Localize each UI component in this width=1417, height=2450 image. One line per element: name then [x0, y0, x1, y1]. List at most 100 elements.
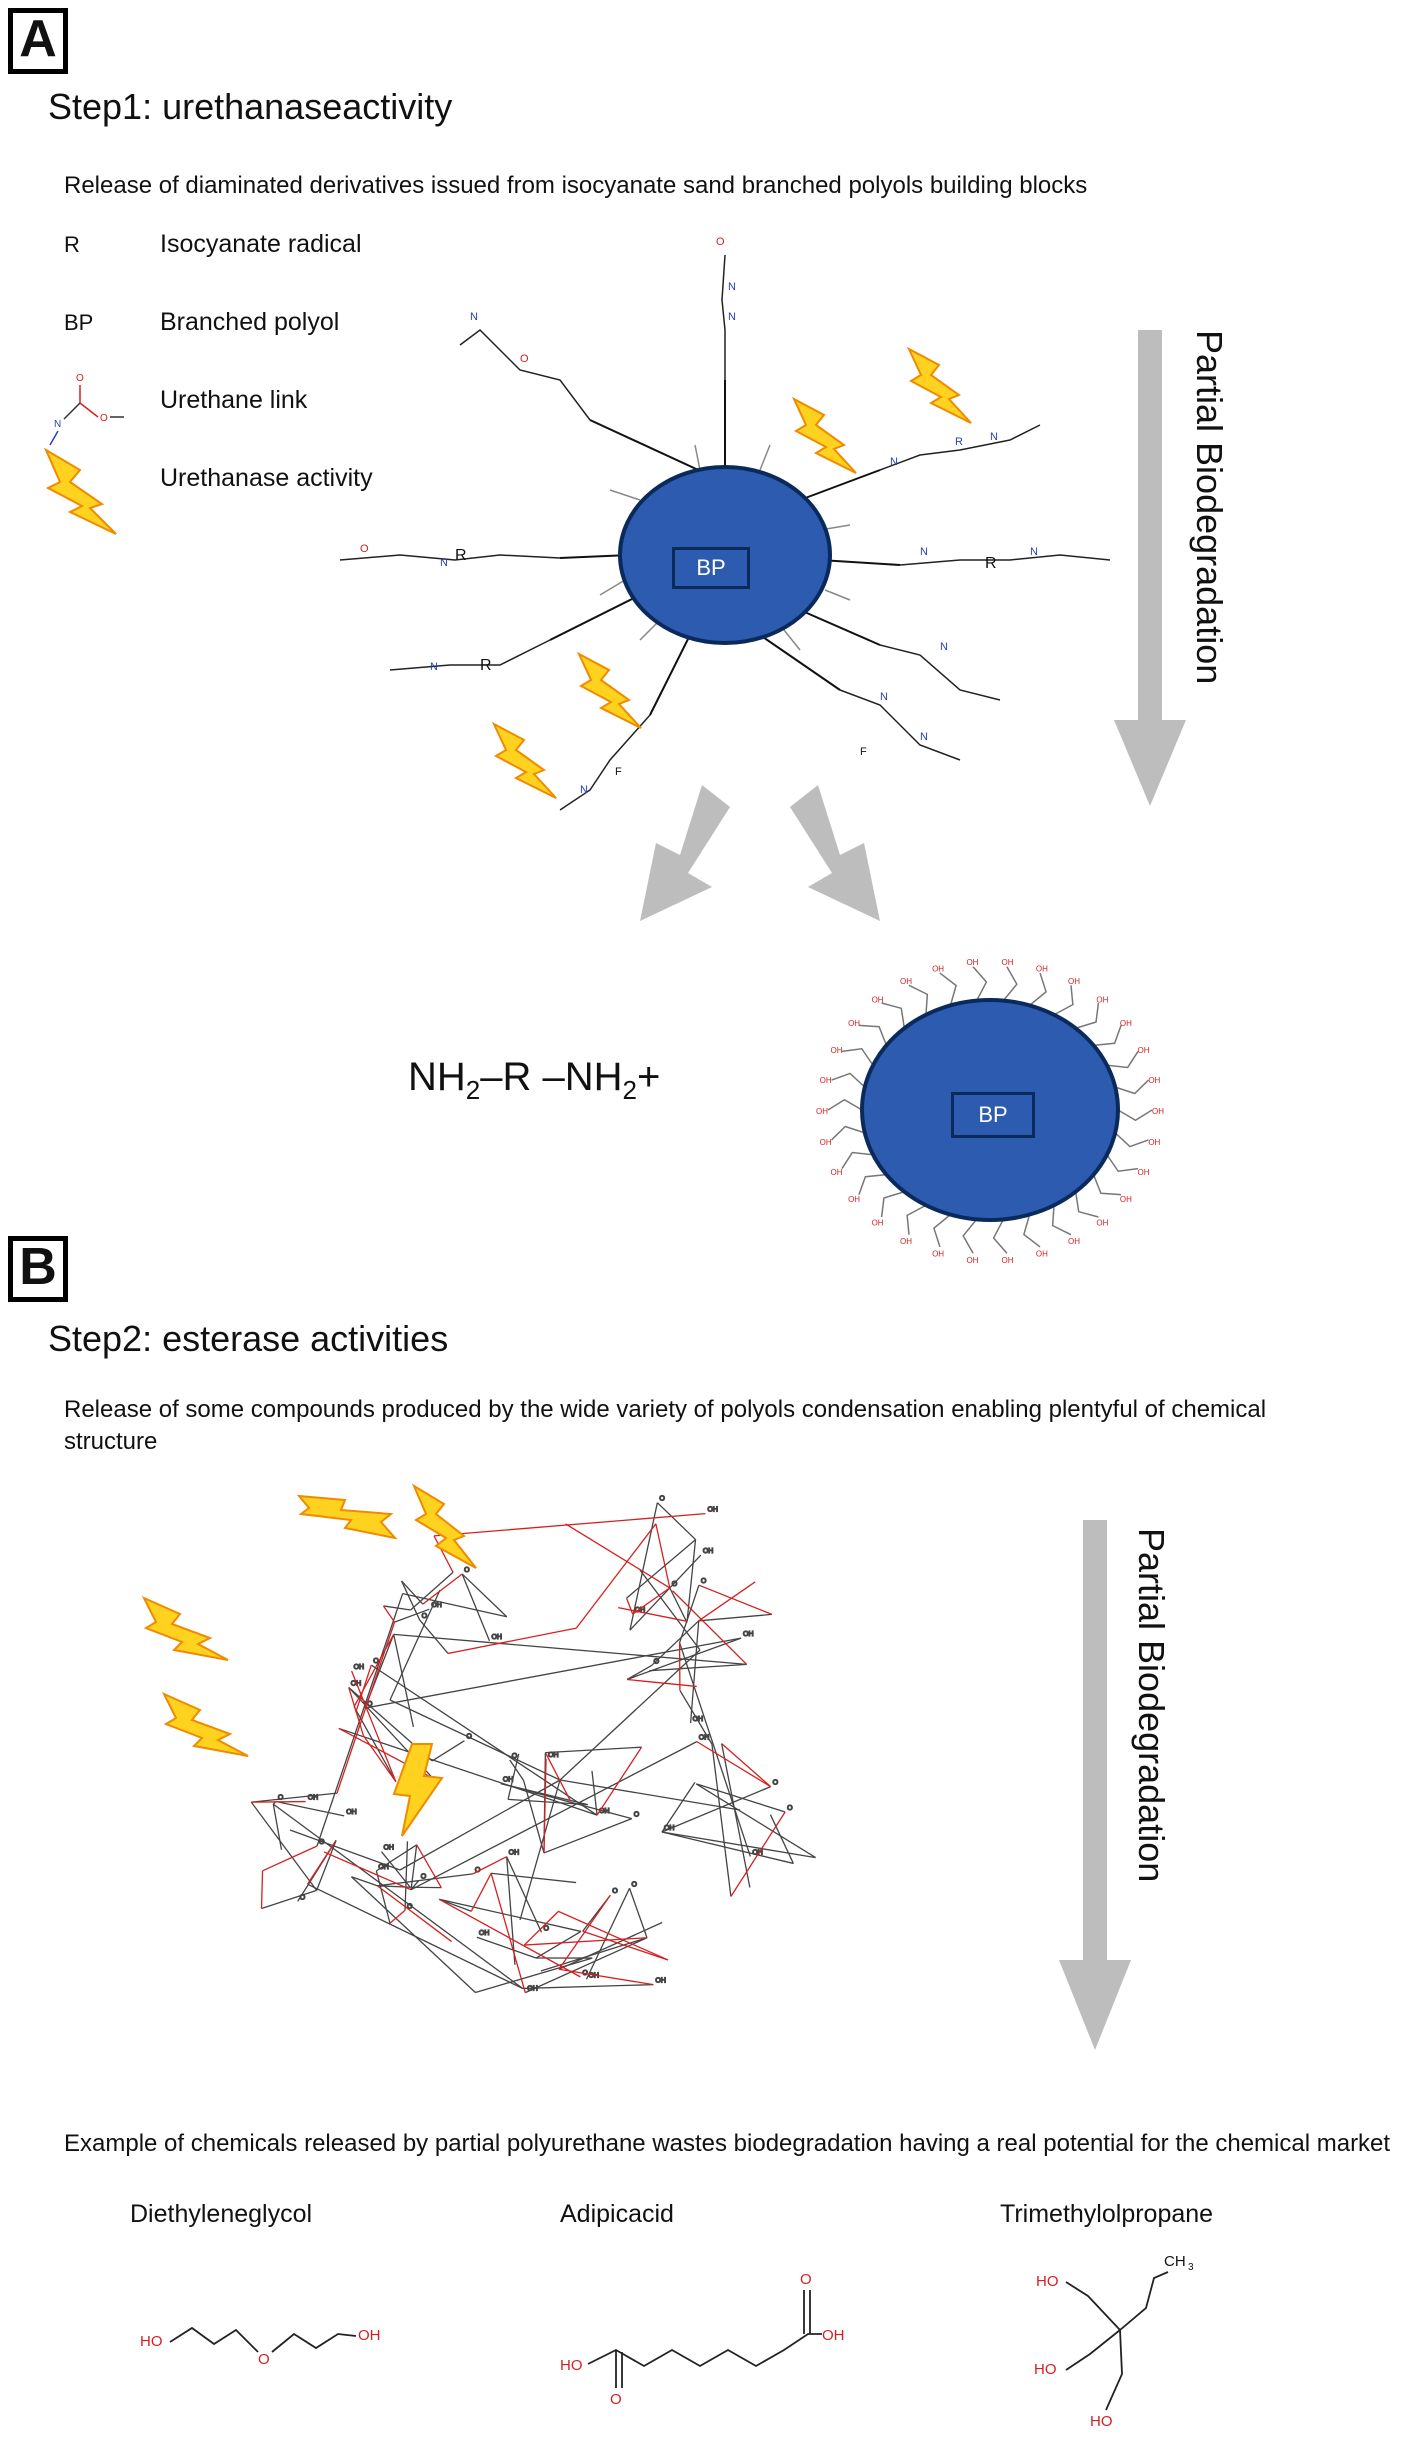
svg-text:OH: OH: [1137, 1046, 1149, 1055]
svg-text:OH: OH: [820, 1138, 832, 1147]
svg-text:OH: OH: [635, 1607, 646, 1614]
svg-text:OH: OH: [872, 996, 884, 1005]
polyol-condensation-network: OH O OH O OH O OH O OH O OH O OH O OH O OH O OH O OH O OH O OH O O…: [250, 1495, 816, 1993]
svg-text:HO: HO: [560, 2357, 583, 2374]
svg-text:R: R: [480, 657, 492, 674]
step1-caption: Release of diaminated derivatives issued…: [64, 172, 1088, 199]
svg-text:OH: OH: [831, 1168, 843, 1177]
svg-text:OH: OH: [816, 1107, 828, 1116]
svg-text:N: N: [470, 311, 478, 323]
svg-text:O: O: [464, 1567, 470, 1574]
svg-text:OH: OH: [509, 1850, 520, 1857]
svg-text:OH: OH: [1068, 977, 1080, 986]
svg-text:N: N: [880, 691, 888, 703]
svg-text:O: O: [512, 1753, 518, 1760]
svg-text:OH: OH: [503, 1777, 514, 1784]
step2-caption: Release of some compounds produced by th…: [64, 1396, 1267, 1455]
svg-text:O: O: [610, 2391, 622, 2408]
svg-text:F: F: [860, 746, 867, 758]
lightning-bolt-icon: [791, 396, 857, 474]
svg-text:O: O: [367, 1701, 373, 1708]
svg-text:OH: OH: [1120, 1195, 1132, 1204]
svg-text:O: O: [373, 1658, 379, 1665]
svg-text:OH: OH: [932, 1250, 944, 1259]
svg-text:OH: OH: [358, 2327, 381, 2344]
urethane-link-icon: O O N: [49, 373, 124, 446]
lightning-bolt-icon: [392, 1743, 444, 1837]
svg-text:HO: HO: [1036, 2273, 1059, 2290]
bp-core-label: BP: [672, 547, 750, 589]
svg-text:O: O: [612, 1888, 618, 1895]
lightning-bolt-icon: [906, 346, 972, 424]
svg-text:O: O: [654, 1658, 660, 1665]
svg-text:N: N: [990, 431, 998, 443]
hydroxylated-polyol-product: OH OH OH OH OH OH OH OH OH OH OH OH OH OH OH OH OH OH OH OH…: [816, 958, 1164, 1265]
biodegradation-arrow: [1114, 330, 1186, 806]
svg-text:OH: OH: [1120, 1019, 1132, 1028]
svg-text:OH: OH: [966, 958, 978, 967]
svg-text:O: O: [278, 1794, 284, 1801]
svg-text:OH: OH: [599, 1808, 610, 1815]
svg-text:N: N: [940, 641, 948, 653]
svg-text:OH: OH: [308, 1795, 319, 1802]
svg-text:OH: OH: [966, 1256, 978, 1265]
lightning-bolt-icon: [296, 1494, 398, 1540]
svg-text:OH: OH: [1137, 1168, 1149, 1177]
svg-text:OH: OH: [900, 977, 912, 986]
svg-text:OH: OH: [588, 1972, 599, 1979]
svg-text:OH: OH: [1036, 964, 1048, 973]
svg-text:OH: OH: [1068, 1237, 1080, 1246]
example-chemicals-caption: Example of chemicals released by partial…: [64, 2130, 1391, 2157]
svg-text:OH: OH: [848, 1019, 860, 1028]
svg-text:CH: CH: [1164, 2253, 1186, 2270]
svg-text:O: O: [520, 353, 529, 365]
svg-text:OH: OH: [848, 1195, 860, 1204]
svg-text:N: N: [920, 546, 928, 558]
svg-text:OH: OH: [707, 1507, 718, 1514]
diamine-product-formula: NH2–R –NH2+: [408, 1055, 661, 1105]
product-arrow-right: [790, 785, 880, 921]
svg-text:O: O: [787, 1805, 793, 1812]
svg-text:OH: OH: [1148, 1138, 1160, 1147]
svg-text:OH: OH: [527, 1986, 538, 1993]
svg-text:OH: OH: [831, 1046, 843, 1055]
legend-label-urethane-link: Urethane link: [160, 386, 308, 414]
svg-text:O: O: [659, 1496, 665, 1503]
svg-text:R: R: [955, 436, 963, 448]
svg-text:OH: OH: [664, 1825, 675, 1832]
legend-key-r: R: [64, 232, 80, 257]
svg-text:N: N: [1030, 546, 1038, 558]
svg-text:OH: OH: [378, 1864, 389, 1871]
svg-text:OH: OH: [1002, 1256, 1014, 1265]
svg-text:O: O: [258, 2351, 270, 2368]
svg-text:N: N: [440, 557, 448, 569]
svg-text:R: R: [985, 555, 997, 572]
lightning-bolt-icon: [576, 651, 642, 729]
svg-text:N: N: [54, 419, 61, 430]
svg-text:OH: OH: [693, 1716, 704, 1723]
lightning-bolt-icon: [43, 447, 117, 535]
svg-text:OH: OH: [479, 1930, 490, 1937]
svg-text:O: O: [407, 1903, 413, 1910]
svg-text:O: O: [544, 1925, 550, 1932]
svg-text:O: O: [466, 1734, 472, 1741]
svg-text:O: O: [716, 236, 725, 248]
svg-text:R: R: [455, 547, 467, 564]
svg-text:F: F: [615, 766, 622, 778]
panel-b-badge: B: [8, 1236, 68, 1302]
svg-text:HO: HO: [1034, 2361, 1057, 2378]
svg-text:N: N: [728, 311, 736, 323]
svg-text:OH: OH: [383, 1845, 394, 1852]
svg-text:O: O: [319, 1839, 325, 1846]
lightning-bolt-icon: [411, 1483, 477, 1569]
svg-text:O: O: [360, 543, 369, 555]
svg-text:OH: OH: [1002, 958, 1014, 967]
svg-text:O: O: [422, 1613, 428, 1620]
svg-text:O: O: [672, 1581, 678, 1588]
svg-text:OH: OH: [548, 1752, 559, 1759]
svg-text:O: O: [634, 1812, 640, 1819]
svg-text:OH: OH: [820, 1076, 832, 1085]
